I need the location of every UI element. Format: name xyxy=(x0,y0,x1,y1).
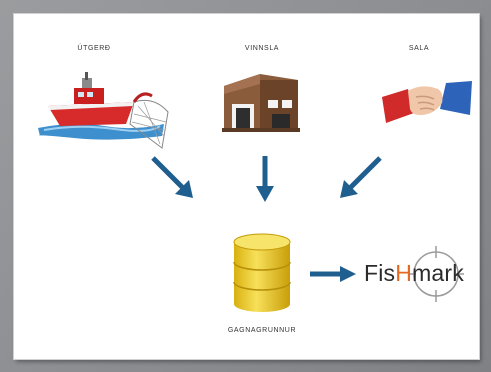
logo-part-fis: Fis xyxy=(364,260,396,286)
arrow-database-to-fishmark xyxy=(310,266,356,282)
logo-part-h: H xyxy=(395,260,413,286)
fishing-boat-icon xyxy=(38,72,169,149)
fishmark-logo: FisHmark xyxy=(364,260,464,287)
arrow-fishing-to-database xyxy=(151,156,193,198)
label-sales: SALA xyxy=(408,45,430,52)
handshake-icon xyxy=(382,81,472,123)
label-processing: VINNSLA xyxy=(244,45,280,52)
diagram-slide: ÚTGERÐ VINNSLA SALA xyxy=(14,14,479,359)
label-fishing: ÚTGERÐ xyxy=(77,45,111,52)
label-database: GAGNAGRUNNUR xyxy=(227,327,297,334)
fishmark-crosshair-icon xyxy=(408,246,464,302)
database-icon xyxy=(233,233,291,312)
factory-building-icon xyxy=(222,74,300,132)
arrow-sales-to-database xyxy=(340,156,382,198)
logo-part-mark: mark xyxy=(412,260,464,286)
arrow-processing-to-database xyxy=(256,156,274,202)
